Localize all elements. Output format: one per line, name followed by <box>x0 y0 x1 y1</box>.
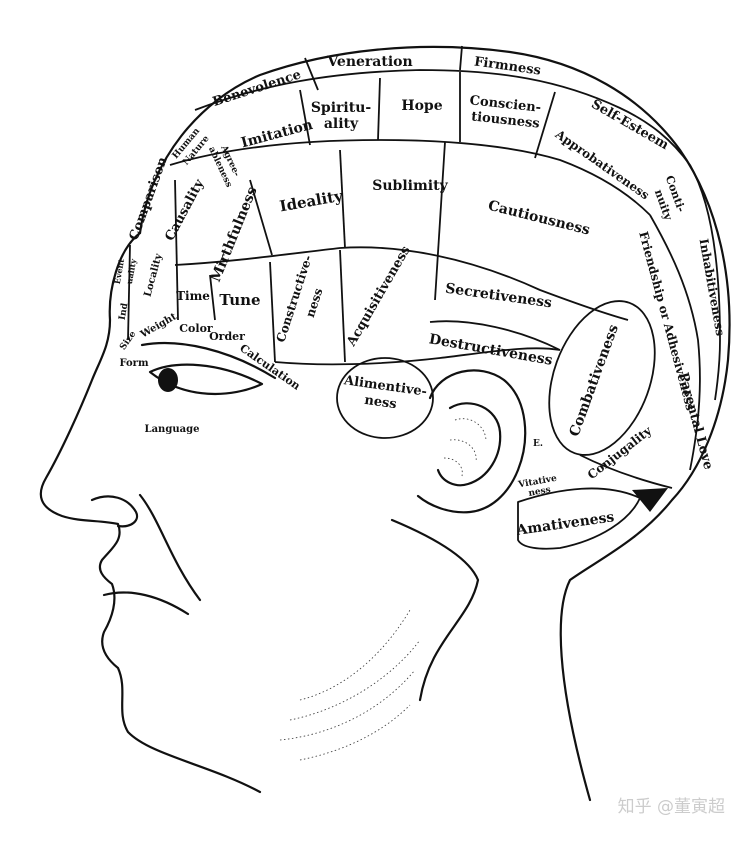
label-benevolence: Benevolence <box>211 67 303 110</box>
ear-outline <box>418 370 525 512</box>
divider-2 <box>460 46 462 70</box>
label-imitation: Imitation <box>239 117 314 151</box>
label-spirituality-2: ality <box>324 116 359 132</box>
label-alimentiveness-2: ness <box>363 393 397 412</box>
divider-4 <box>378 78 380 140</box>
label-calculation: Calculation <box>237 342 302 393</box>
dark-corner-region <box>632 488 668 512</box>
label-spirituality-1: Spiritu- <box>311 100 372 116</box>
label-e: E. <box>533 439 543 449</box>
ear-inner <box>438 403 500 485</box>
label-acquisitiveness: Acquisitiveness <box>344 244 414 350</box>
label-color: Color <box>179 322 213 335</box>
label-comparison: Comparison <box>127 155 171 243</box>
mouth-line <box>104 592 188 614</box>
ear-shading <box>444 419 486 476</box>
label-combativeness: Combativeness <box>567 322 622 438</box>
label-hope: Hope <box>401 98 442 114</box>
label-secretiveness: Secretiveness <box>444 281 553 312</box>
label-approbativeness: Approbativeness <box>552 127 652 203</box>
label-veneration: Veneration <box>326 54 412 70</box>
label-order: Order <box>209 330 245 343</box>
label-parental-love: Parental Love <box>675 371 715 471</box>
label-ideality: Ideality <box>278 186 345 215</box>
label-mirthfulness: Mirthfulness <box>208 184 261 284</box>
cheek-line <box>140 495 200 600</box>
label-destructiveness: Destructiveness <box>428 331 554 369</box>
divider-1 <box>305 58 318 90</box>
label-weight: Weight <box>138 311 179 341</box>
divider-11 <box>340 250 345 362</box>
label-form: Form <box>119 358 148 369</box>
label-causality: Causality <box>162 177 207 244</box>
label-locality: Locality <box>143 251 165 298</box>
label-cautiousness: Cautiousness <box>486 198 591 239</box>
divider-10 <box>270 262 275 362</box>
watermark-text: 知乎 @董寅超 <box>618 797 725 817</box>
label-tune: Tune <box>219 291 260 309</box>
divider-8 <box>435 142 445 300</box>
label-language: Language <box>145 424 200 435</box>
neck-shading <box>280 610 420 760</box>
label-size: Size <box>118 329 138 352</box>
label-sublimity: Sublimity <box>372 178 448 194</box>
label-conjugality: Conjugality <box>585 423 655 482</box>
eye-pupil <box>158 368 178 392</box>
label-event-2: uality <box>124 258 138 285</box>
jaw-neck-line <box>392 520 478 700</box>
label-time: Time <box>176 289 210 303</box>
label-constructiveness-2: ness <box>303 286 326 319</box>
